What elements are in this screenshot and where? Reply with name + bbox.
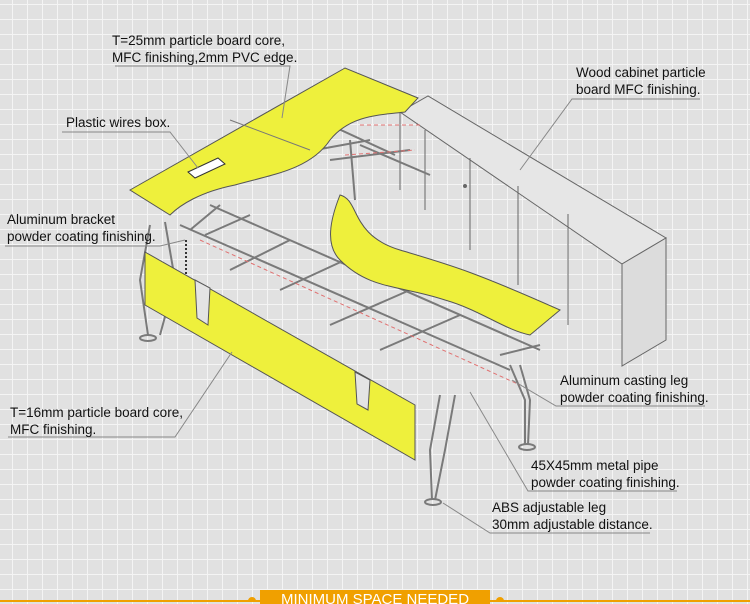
- label-wires-box: Plastic wires box.: [66, 114, 170, 131]
- label-line: T=25mm particle board core,: [112, 33, 285, 48]
- label-bracket: Aluminum bracket powder coating finishin…: [7, 211, 156, 245]
- leader-lines: [5, 65, 705, 534]
- table-top: [129, 67, 561, 336]
- label-line: MFC finishing.: [10, 422, 97, 437]
- label-line: board MFC finishing.: [576, 82, 701, 97]
- label-line: Aluminum casting leg: [560, 373, 689, 388]
- label-casting-leg: Aluminum casting leg powder coating fini…: [560, 372, 709, 406]
- label-line: Wood cabinet particle: [576, 65, 706, 80]
- label-line: T=16mm particle board core,: [10, 405, 183, 420]
- label-line: Aluminum bracket: [7, 212, 116, 227]
- label-line: MFC finishing,2mm PVC edge.: [112, 50, 298, 65]
- label-line: 30mm adjustable distance.: [492, 517, 653, 532]
- label-line: 45X45mm metal pipe: [531, 458, 659, 473]
- label-modesty-panel: T=16mm particle board core, MFC finishin…: [10, 404, 183, 438]
- label-top-board: T=25mm particle board core, MFC finishin…: [112, 32, 297, 66]
- label-metal-pipe: 45X45mm metal pipe powder coating finish…: [531, 457, 680, 491]
- label-line: powder coating finishing.: [7, 229, 156, 244]
- label-cabinet: Wood cabinet particle board MFC finishin…: [576, 64, 706, 98]
- label-line: powder coating finishing.: [560, 390, 709, 405]
- label-line: powder coating finishing.: [531, 475, 680, 490]
- label-line: ABS adjustable leg: [492, 500, 607, 515]
- modesty-panel: [144, 251, 416, 461]
- label-line: Plastic wires box.: [66, 115, 171, 130]
- section-banner: MINIMUM SPACE NEEDED: [260, 590, 490, 604]
- label-abs-leg: ABS adjustable leg 30mm adjustable dista…: [492, 499, 653, 533]
- dashed-guides: [199, 124, 521, 386]
